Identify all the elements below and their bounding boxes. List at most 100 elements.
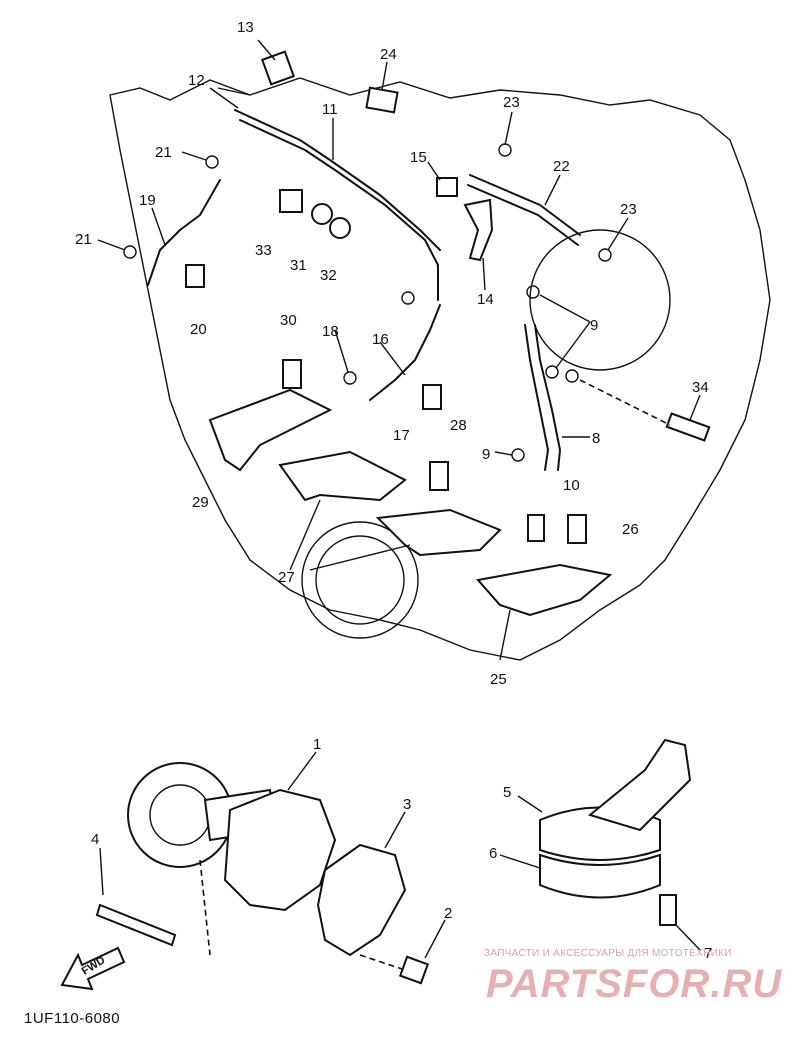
leader-c15 xyxy=(427,161,441,181)
oil-pipe-16 xyxy=(369,304,441,401)
callout-12: 12 xyxy=(188,72,205,89)
strainer-pipe xyxy=(587,738,692,832)
callout-19: 19 xyxy=(139,192,156,209)
union-bolt-20 xyxy=(185,264,205,288)
oil-pipe-8 xyxy=(524,324,549,471)
callout-21a: 21 xyxy=(155,144,172,161)
o-ring-9b xyxy=(545,365,559,379)
callout-1: 1 xyxy=(313,736,322,753)
o-ring-21b xyxy=(123,245,137,259)
washer-31 xyxy=(311,203,333,225)
union-bolt-30 xyxy=(282,359,302,389)
leader-c14 xyxy=(482,257,486,291)
callout-17: 17 xyxy=(393,427,410,444)
callout-2: 2 xyxy=(444,905,453,922)
pump-cover-3 xyxy=(316,843,407,957)
leader-c23a xyxy=(504,111,513,146)
o-ring-18b xyxy=(343,371,357,385)
union-bolt-13 xyxy=(260,50,296,86)
leader-c23b xyxy=(607,217,629,251)
callout-8: 8 xyxy=(592,430,601,447)
callout-21b: 21 xyxy=(75,231,92,248)
diagram-code: 1UF110-6080 xyxy=(24,1010,121,1027)
leader-c22 xyxy=(544,174,561,206)
leader-c19 xyxy=(151,207,166,246)
callout-20: 20 xyxy=(190,321,207,338)
union-bolt-24 xyxy=(365,86,399,114)
pump-screw-4 xyxy=(95,903,177,947)
leader-c6 xyxy=(499,854,541,869)
dowel-pin-2 xyxy=(398,955,430,985)
leader-c2 xyxy=(424,919,446,959)
o-ring-18a xyxy=(401,291,415,305)
leader-c9b xyxy=(494,451,513,456)
leader-c16 xyxy=(379,341,406,376)
leader-c12 xyxy=(209,87,251,109)
leader-c1 xyxy=(287,751,317,791)
washer-32 xyxy=(329,217,351,239)
baffle-plate-27b xyxy=(375,508,502,557)
fitting-34 xyxy=(665,412,711,442)
oil-pipe-11-b xyxy=(239,119,439,301)
o-ring-34 xyxy=(565,369,579,383)
bracket-14 xyxy=(463,198,494,262)
callout-5: 5 xyxy=(503,784,512,801)
strainer-screen-6 xyxy=(539,853,661,899)
leader-c5 xyxy=(517,795,543,813)
leader-c4 xyxy=(99,847,104,896)
callout-32: 32 xyxy=(320,267,337,284)
crankcase-cover-inner xyxy=(315,535,405,625)
leader-c27 xyxy=(289,499,411,571)
oil-pipe-22 xyxy=(469,174,581,236)
leader-c21b xyxy=(97,239,126,251)
leader-c25 xyxy=(499,609,511,661)
baffle-plate-25 xyxy=(476,563,613,617)
callout-6: 6 xyxy=(489,845,498,862)
leader-c13 xyxy=(257,39,276,61)
crankcase-boss xyxy=(529,229,671,371)
leader-c9a xyxy=(539,294,591,369)
leader-c34 xyxy=(689,394,701,421)
oil-pipe-11 xyxy=(234,109,441,251)
union-bolt-26 xyxy=(567,514,587,544)
union-bolt-10 xyxy=(527,514,545,542)
crankcase-cover-ring xyxy=(301,521,419,639)
leader-c7 xyxy=(675,924,701,951)
callout-31: 31 xyxy=(290,257,307,274)
oil-pipe-22-b xyxy=(467,184,579,246)
callout-28: 28 xyxy=(450,417,467,434)
callout-4: 4 xyxy=(91,831,100,848)
dash-axis-34 xyxy=(579,379,671,426)
leader-c3 xyxy=(384,811,406,849)
oil-pipe-19 xyxy=(147,179,221,286)
o-ring-9a xyxy=(526,285,540,299)
dash-axis-pump xyxy=(199,859,406,971)
callout-13: 13 xyxy=(237,19,254,36)
o-ring-9c xyxy=(511,448,525,462)
callout-24: 24 xyxy=(380,46,397,63)
callout-34: 34 xyxy=(692,379,709,396)
callout-27: 27 xyxy=(278,569,295,586)
watermark-tagline: ЗАПЧАСТИ И АКСЕССУАРЫ ДЛЯ МОТОТЕХНИКИ xyxy=(484,948,732,959)
callout-26: 26 xyxy=(622,521,639,538)
union-bolt-17 xyxy=(422,384,442,410)
callout-25: 25 xyxy=(490,671,507,688)
o-ring-21a xyxy=(205,155,219,169)
leader-c21a xyxy=(181,151,207,161)
strainer-bolt-7 xyxy=(659,894,677,926)
callout-33: 33 xyxy=(255,242,272,259)
callout-23b: 23 xyxy=(620,201,637,218)
oil-pipe-8-b xyxy=(534,324,561,471)
union-bolt-33 xyxy=(279,189,303,213)
baffle-plate-29 xyxy=(208,388,333,472)
callout-10: 10 xyxy=(563,477,580,494)
union-bolt-28 xyxy=(429,461,449,491)
o-ring-23a xyxy=(498,143,512,157)
leader-c24 xyxy=(381,61,388,91)
callout-9b: 9 xyxy=(482,446,491,463)
leader-c18 xyxy=(334,329,349,373)
callout-7: 7 xyxy=(704,945,713,962)
callout-14: 14 xyxy=(477,291,494,308)
